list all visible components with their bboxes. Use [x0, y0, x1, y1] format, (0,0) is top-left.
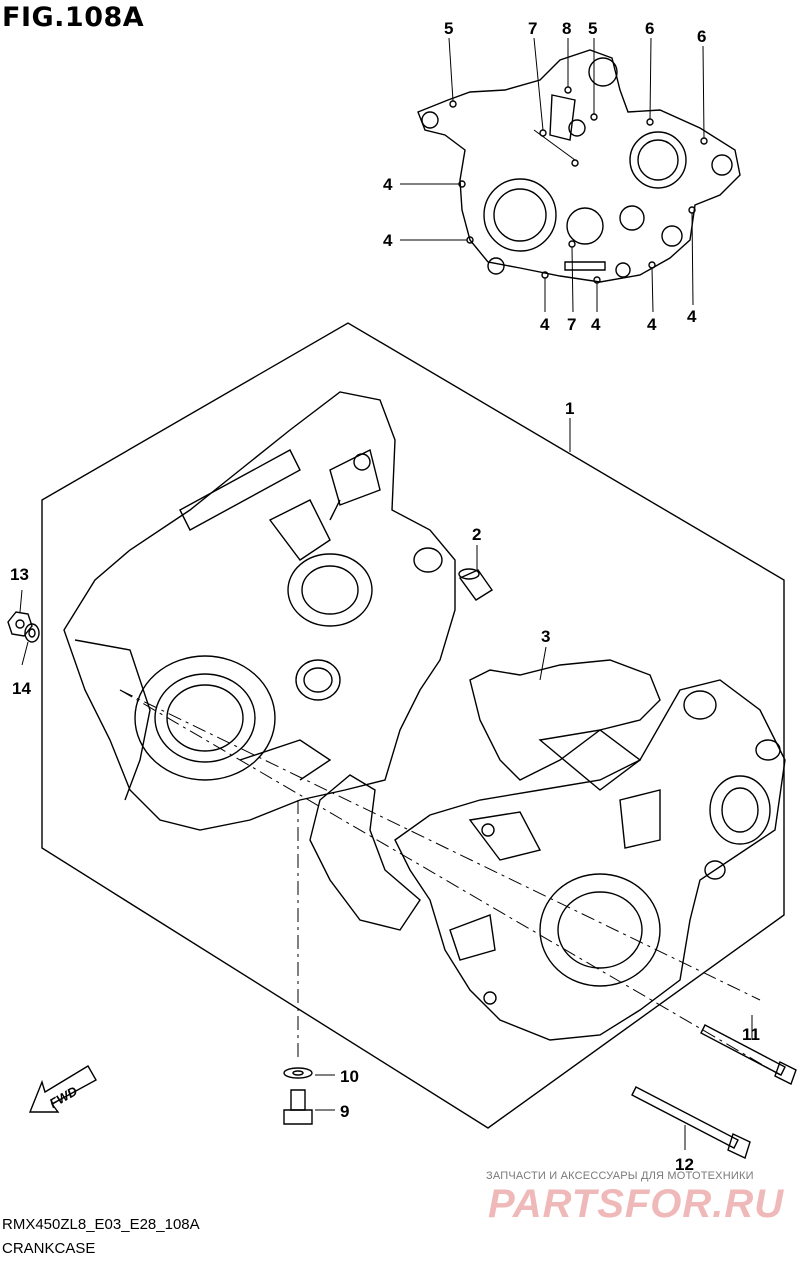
callout-2: 2 [472, 525, 481, 544]
watermark-logo: PARTSFOR.RU [488, 1182, 785, 1226]
callout-4c: 4 [540, 315, 550, 334]
crankcase-left-half [63, 391, 456, 831]
dowel-pin [458, 568, 493, 601]
nut-13 [7, 611, 33, 637]
callout-4b: 4 [383, 231, 393, 250]
callout-10: 10 [340, 1067, 359, 1086]
callout-4f: 4 [687, 307, 697, 326]
model-code: RMX450ZL8_E03_E28_108A [2, 1216, 200, 1233]
assembly-frame [41, 322, 785, 1129]
callout-5b: 5 [588, 19, 597, 38]
watermark-tagline: ЗАПЧАСТИ И АКСЕССУАРЫ ДЛЯ МОТОТЕХНИКИ [486, 1170, 754, 1182]
main-leaders [19, 418, 753, 1150]
callout-6a: 6 [645, 19, 654, 38]
section-name: CRANKCASE [2, 1240, 96, 1257]
crankcase-bolt-map [417, 49, 741, 284]
callout-4e: 4 [647, 315, 657, 334]
bolt-9 [283, 1089, 313, 1125]
callout-13: 13 [10, 565, 29, 584]
fwd-arrow [28, 1065, 97, 1113]
assembly-centerlines [119, 689, 781, 1076]
callout-4d: 4 [591, 315, 601, 334]
bolt-11 [700, 1024, 797, 1085]
washer-10 [283, 1067, 313, 1079]
callout-7a: 7 [528, 19, 537, 38]
crankcase-right-half [394, 679, 786, 1041]
callout-5a: 5 [444, 19, 453, 38]
crankcase-gasket [309, 659, 661, 931]
callout-12: 12 [675, 1155, 694, 1174]
callout-11: 11 [742, 1025, 760, 1044]
callout-1: 1 [565, 399, 574, 418]
callout-8: 8 [562, 19, 571, 38]
figure-title: FIG.108A [2, 2, 145, 33]
callout-3: 3 [541, 627, 550, 646]
callout-9: 9 [340, 1102, 349, 1121]
washer-14 [24, 623, 40, 643]
callout-labels: 5 7 8 5 6 6 4 4 4 7 4 4 4 1 2 3 13 14 10… [10, 19, 760, 1174]
callout-4a: 4 [383, 175, 393, 194]
bolt-map-leaders [400, 37, 705, 313]
callout-6b: 6 [697, 27, 706, 46]
callout-7b: 7 [567, 315, 576, 334]
callout-14: 14 [12, 679, 31, 698]
bolt-12 [631, 1086, 751, 1159]
